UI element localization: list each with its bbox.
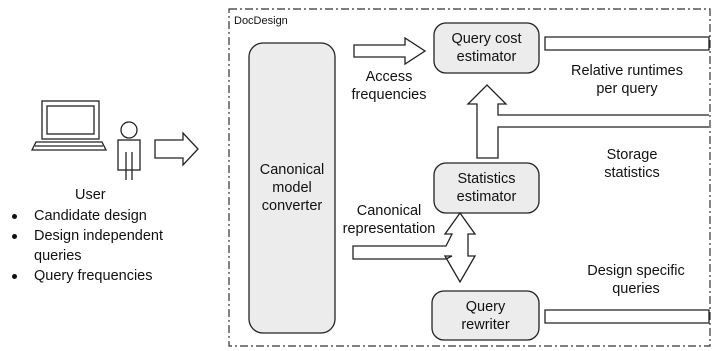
- converter-line-2: model: [272, 180, 312, 196]
- canonical-representation-line-2: representation: [342, 221, 436, 237]
- relative-runtimes-arrow: [544, 36, 710, 51]
- relative-runtimes-line-2: per query: [596, 81, 658, 97]
- docdesign-frame: [228, 8, 711, 347]
- converter-line-1: Canonical: [259, 162, 325, 178]
- stats-estimator-line-1: Statistics: [457, 171, 516, 187]
- converter-line-3: converter: [261, 198, 323, 214]
- design-specific-queries-label: Design specific queries: [576, 262, 696, 298]
- converter-box-text: Canonical model converter: [249, 43, 335, 333]
- input-item-candidate-design: Candidate design: [4, 206, 163, 226]
- canonical-representation-line-1: Canonical: [356, 203, 422, 219]
- user-to-converter-arrow: [154, 131, 199, 167]
- laptop-icon: [30, 100, 108, 151]
- canonical-representation-arrow: [352, 211, 477, 284]
- storage-statistics-line-1: Storage: [606, 147, 658, 163]
- input-item-queries-continuation: queries: [34, 248, 82, 264]
- rewriter-line-1: Query: [465, 298, 506, 315]
- design-specific-queries-line-2: queries: [612, 281, 660, 297]
- access-frequencies-line-1: Access: [365, 69, 413, 85]
- storage-statistics-label: Storage statistics: [592, 146, 672, 182]
- cost-estimator-line-1: Query cost: [451, 31, 522, 47]
- canonical-representation-label: Canonical representation: [334, 202, 444, 238]
- input-item-design-independent: Design independent: [4, 226, 163, 246]
- query-cost-estimator-box: [433, 22, 540, 74]
- rewriter-text: Query rewriter: [432, 291, 539, 340]
- relative-runtimes-label: Relative runtimes per query: [562, 62, 692, 98]
- cost-estimator-line-2: estimator: [456, 49, 517, 65]
- stats-estimator-line-2: estimator: [456, 189, 517, 205]
- user-icon: [117, 121, 141, 180]
- storage-statistics-line-2: statistics: [604, 165, 660, 181]
- design-specific-queries-line-1: Design specific: [587, 263, 685, 279]
- access-frequencies-line-2: frequencies: [351, 87, 427, 103]
- query-rewriter-box: [431, 290, 540, 341]
- cost-estimator-text: Query cost estimator: [434, 23, 539, 73]
- user-label: User: [75, 187, 106, 203]
- docdesign-label: DocDesign: [234, 15, 288, 27]
- stats-estimator-text: Statistics estimator: [434, 163, 539, 213]
- access-frequencies-arrow: [353, 36, 427, 66]
- storage-statistics-arrow: [466, 84, 709, 159]
- canonical-model-converter-box: [248, 42, 336, 334]
- design-specific-queries-arrow: [544, 309, 710, 324]
- relative-runtimes-line-1: Relative runtimes: [570, 63, 683, 79]
- input-item-query-frequencies: Query frequencies: [4, 266, 163, 286]
- user-inputs-list: Candidate design Design independent quer…: [4, 206, 163, 286]
- statistics-estimator-box: [433, 162, 540, 214]
- access-frequencies-label: Access frequencies: [344, 68, 434, 104]
- rewriter-line-2: rewriter: [461, 316, 510, 333]
